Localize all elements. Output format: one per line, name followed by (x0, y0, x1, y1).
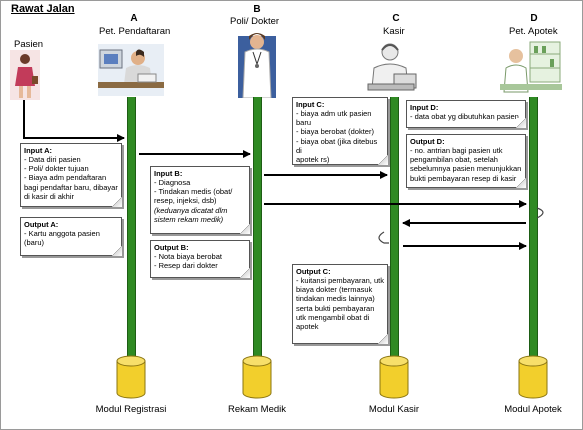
note-line: - biaya berobat (dokter) (296, 127, 374, 137)
note-input-a: Input A: - Data diri pasien - Poli/ dokt… (20, 143, 122, 207)
lane-letter-b: B (253, 4, 261, 15)
note-line-italic: (keduanya dicatat dlm (154, 205, 228, 215)
module-label-apotek: Modul Apotek (504, 404, 562, 415)
lifeline-pendaftaran (127, 97, 136, 359)
note-output-c: Output C: - kuitansi pembayaran, utk bia… (292, 264, 388, 344)
lifeline-apotek (529, 97, 538, 359)
lane-label-pasien: Pasien (14, 39, 44, 50)
database-apotek-icon (518, 355, 548, 399)
lane-label-pendaftaran: Pet. Pendaftaran (99, 26, 171, 37)
note-line: - data obat yg dibutuhkan pasien (410, 112, 519, 122)
module-label-registrasi: Modul Registrasi (95, 404, 167, 415)
note-fold (516, 178, 526, 188)
note-line: tindakan medis lainnya) (296, 294, 375, 304)
patient-icon (10, 50, 40, 100)
note-line: utk mengambil obat di (296, 312, 370, 322)
note-line: serta bukti pembayaran (296, 303, 375, 313)
registration-staff-icon (98, 44, 164, 96)
note-input-b: Input B: - Diagnosa - Tindakan medis (ob… (150, 166, 250, 234)
note-line: biaya dokter (termasuk (296, 285, 373, 295)
database-registrasi-icon (116, 355, 146, 399)
database-kasir-icon (379, 355, 409, 399)
module-label-rekam-medik: Rekam Medik (227, 404, 287, 415)
note-output-d: Output D: - no. antrian bagi pasien utk … (406, 134, 526, 188)
note-output-b: Output B: - Nota biaya berobat - Resep d… (150, 240, 250, 278)
lane-label-poli: Poli/ Dokter (230, 16, 280, 27)
note-fold (240, 268, 250, 278)
lane-label-kasir: Kasir (383, 26, 405, 37)
lane-letter-a: A (130, 13, 138, 24)
note-input-c: Input C: - biaya adm utk pasien baru - b… (292, 97, 388, 165)
note-fold (516, 118, 526, 128)
note-output-d-head: Output D: (410, 137, 445, 146)
note-line: resep, injeksi, dsb) (154, 196, 217, 206)
lifeline-kasir (390, 97, 399, 359)
pharmacist-icon (500, 41, 562, 93)
note-line: - no. antrian bagi pasien utk (410, 146, 503, 156)
note-line: - Kartu anggota pasien (24, 229, 100, 239)
note-input-a-head: Input A: (24, 146, 53, 155)
note-line: bukti pembayaran resep di kasir (410, 173, 517, 183)
lane-letter-d: D (530, 13, 538, 24)
note-input-d: Input D: - data obat yg dibutuhkan pasie… (406, 100, 526, 128)
lifeline-poli (253, 97, 262, 359)
note-line: - Nota biaya berobat (154, 252, 222, 262)
doctor-icon (238, 33, 276, 98)
database-rekam-medik-icon (242, 355, 272, 399)
note-line: di kasir di akhir (24, 191, 75, 201)
note-fold (112, 246, 122, 256)
note-line: - biaya adm utk pasien (296, 109, 372, 119)
note-input-b-head: Input B: (154, 169, 183, 178)
note-input-d-head: Input D: (410, 103, 439, 112)
note-output-c-head: Output C: (296, 267, 331, 276)
note-line: - Biaya adm pendaftaran (24, 173, 107, 183)
diagram-title: Rawat Jalan (11, 3, 75, 15)
lane-letter-c: C (392, 13, 400, 24)
note-fold (112, 197, 122, 207)
note-line: pengambilan obat, setelah (410, 155, 498, 165)
note-line-italic: sistem rekam medik) (154, 214, 224, 224)
note-line: sebelumnya pasien menunjukkan (410, 164, 522, 174)
note-line: - biaya obat (jika ditebus di (296, 136, 378, 155)
cashier-icon (367, 43, 417, 91)
note-fold (240, 224, 250, 234)
note-line: - Resep dari dokter (154, 261, 218, 271)
lane-label-apotek: Pet. Apotek (509, 26, 558, 37)
note-line: - kuitansi pembayaran, utk (296, 276, 384, 286)
note-input-c-head: Input C: (296, 100, 325, 109)
note-line: - Data diri pasien (24, 155, 81, 165)
note-output-a: Output A: - Kartu anggota pasien (baru) (20, 217, 122, 256)
note-fold (378, 334, 388, 344)
note-line: apotek (296, 321, 319, 331)
note-output-a-head: Output A: (24, 220, 59, 229)
note-fold (378, 155, 388, 165)
note-line: apotek rs) (296, 154, 330, 164)
module-label-kasir: Modul Kasir (368, 404, 420, 415)
note-line: - Diagnosa (154, 178, 191, 188)
note-line: - Poli/ dokter tujuan (24, 164, 89, 174)
note-output-b-head: Output B: (154, 243, 189, 252)
note-line: baru (296, 118, 312, 128)
note-line: - Tindakan medis (obat/ (154, 187, 233, 197)
note-line: (baru) (24, 238, 45, 248)
note-line: bagi pendaftar baru, dibayar (24, 182, 118, 192)
